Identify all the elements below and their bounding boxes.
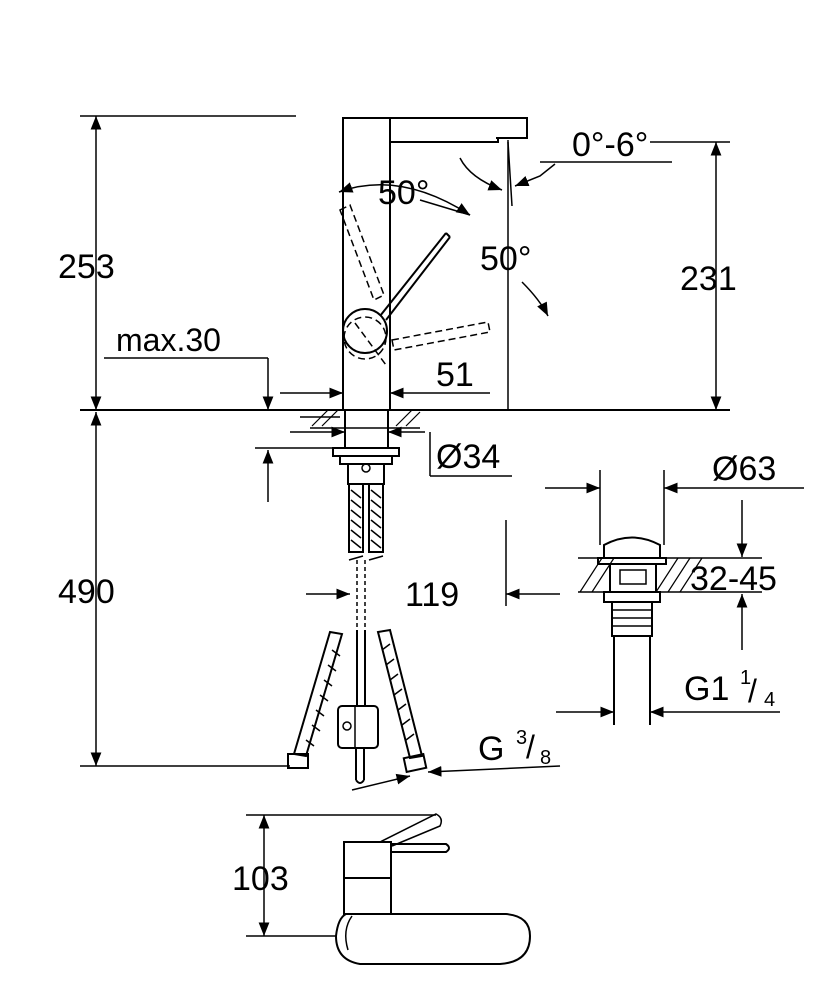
mounting-shank [332,409,400,485]
dimension-253: 253 [58,115,296,410]
angle-indicators [338,140,672,410]
counter-section-hatch [300,409,421,429]
supply-hoses [287,483,428,784]
top-view [334,813,532,965]
dimension-119: 119 [306,560,459,630]
dimension-max30: max.30 [104,322,274,502]
label-angle-50-right: 50° [480,240,531,278]
label-51: 51 [436,356,474,394]
label-angle-0-6: 0°-6° [572,126,648,164]
label-diameter-63: Ø63 [712,450,776,488]
label-g1-slash: / [748,673,757,709]
label-g-slash: / [526,729,535,765]
label-g-denominator: 8 [540,747,551,769]
label-119: 119 [405,576,459,614]
label-490: 490 [58,573,115,611]
label-diameter-34: Ø34 [436,438,500,476]
label-g1-numerator: 1 [740,667,751,689]
dimension-34: Ø34 [255,426,512,477]
label-g1: G1 [684,670,729,708]
label-g-numerator: 3 [516,727,527,749]
label-max30: max.30 [116,322,221,358]
dimension-490: 490 [58,412,290,767]
dimension-231: 231 [650,141,737,410]
dimension-32-45: 32-45 [505,500,777,650]
label-angle-50-left: 50° [378,174,429,212]
label-g1-denominator: 4 [764,689,775,711]
dimension-103: 103 [232,814,436,937]
lever-positions-dashed [339,203,491,366]
label-103: 103 [232,860,289,898]
label-g: G [478,730,504,768]
dimension-g1-1-4: G1 1 / 4 [556,667,780,718]
label-32-45: 32-45 [690,560,777,598]
dimension-63: Ø63 [545,450,804,545]
label-231: 231 [680,260,737,298]
dimension-51: 51 [280,356,490,399]
lever-ball [342,308,388,354]
label-253: 253 [58,248,115,286]
dimension-g-3-8: G 3 / 8 [351,727,561,791]
